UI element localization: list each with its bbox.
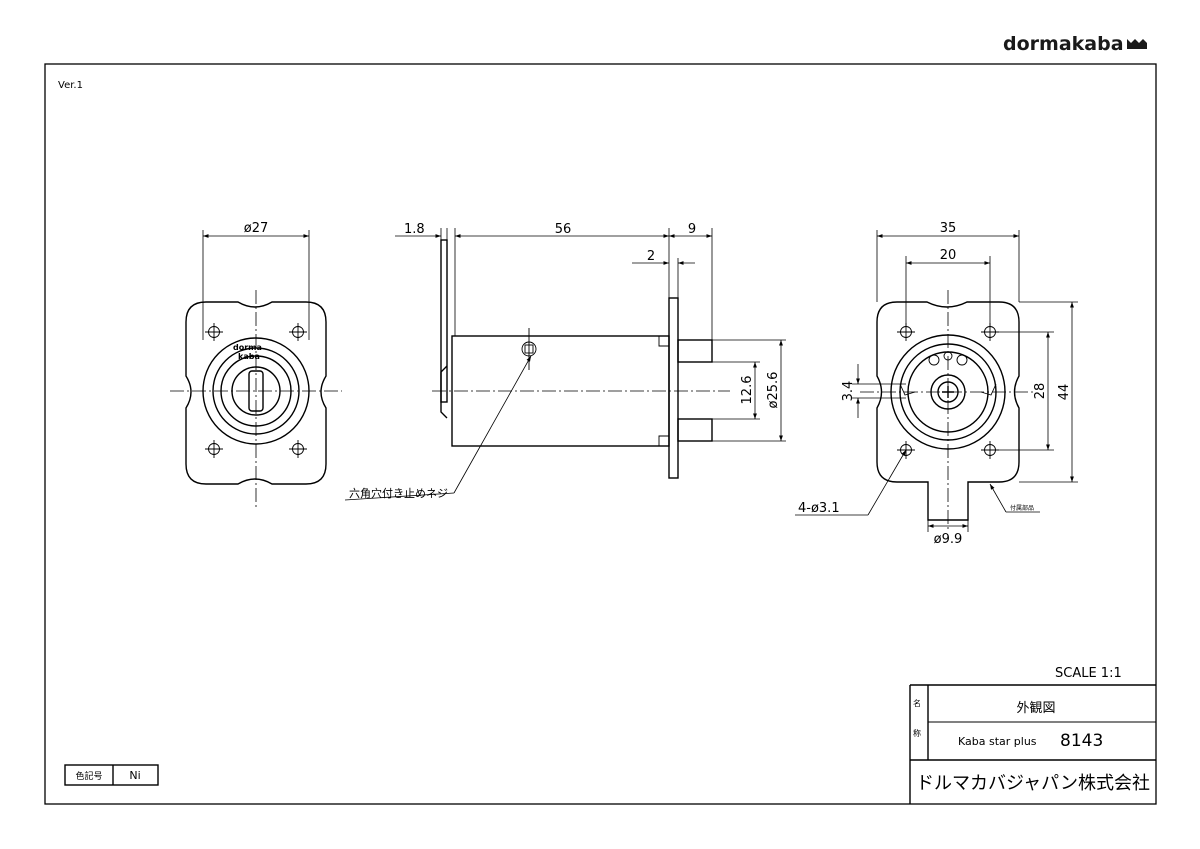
- brand-name: dormakaba: [1003, 33, 1124, 55]
- side-dim-plate: 2: [647, 249, 655, 264]
- side-dim-bar-height: 12.6: [740, 376, 755, 405]
- rear-dim-width: 35: [940, 221, 957, 236]
- side-view: 1.8 56 9 2 12.6 ø25.6 六角穴付き止めネジ: [344, 222, 786, 501]
- side-body-shoulder: [658, 336, 669, 446]
- rear-cam-notches: [899, 383, 997, 396]
- title-name-label-1: 名: [913, 698, 921, 708]
- side-tail-bar-upper: [677, 339, 713, 363]
- front-logo-text-1: dorma: [233, 343, 262, 352]
- rear-dim-offset: 3.4: [841, 381, 856, 402]
- side-screw-leader: [453, 355, 532, 494]
- title-company: ドルマカバジャパン株式会社: [916, 773, 1150, 794]
- side-mounting-plate: [668, 297, 679, 479]
- brand-logo: dormakaba: [1003, 33, 1147, 55]
- side-front-flange: [440, 239, 448, 403]
- rear-view: 35 20 44 28 3.4 ø9.9 4-ø3.1 付属部品: [795, 221, 1078, 547]
- title-name-label-2: 称: [913, 728, 921, 738]
- front-dim-diameter: ø27: [244, 221, 269, 236]
- scale-label: SCALE 1:1: [1055, 666, 1122, 681]
- side-tail-bar-lower: [677, 418, 713, 442]
- rear-callout-accessory: 付属部品: [1010, 504, 1034, 512]
- side-callout-screw: 六角穴付き止めネジ: [349, 486, 448, 500]
- color-code-label: 色記号: [75, 770, 102, 782]
- side-face-bevel: [440, 365, 448, 419]
- side-dim-tail: 9: [688, 222, 696, 237]
- title-block: 名 称 外観図 Kaba star plus 8143 ドルマカバジャパン株式会…: [909, 684, 1156, 804]
- rear-pin-hole-1: [928, 354, 940, 366]
- rear-dim-height: 44: [1057, 384, 1072, 401]
- version-label: Ver.1: [58, 80, 83, 91]
- rear-dim-hole-spacing-v: 28: [1033, 383, 1048, 400]
- title-drawing-type: 外観図: [1016, 701, 1055, 716]
- brand-crown-icon: [1127, 39, 1147, 49]
- drawing-frame: [44, 63, 1157, 805]
- front-flange-outline: [185, 301, 327, 485]
- side-dim-flange: 1.8: [404, 222, 425, 237]
- rear-dim-hole-spacing: 20: [940, 248, 957, 263]
- color-code-value: Ni: [129, 769, 140, 782]
- side-dim-length: 56: [555, 222, 572, 237]
- front-logo-text-2: kaba: [238, 352, 260, 361]
- rear-flange-outline: [876, 301, 1020, 521]
- front-screw-holes: [205, 323, 307, 458]
- side-set-screw-icon: [521, 328, 537, 370]
- front-view: dorma kaba ø27: [170, 221, 342, 508]
- side-dim-body-diameter: ø25.6: [766, 372, 781, 409]
- color-code-box: 色記号 Ni: [64, 764, 159, 786]
- title-model-number: 8143: [1060, 731, 1103, 751]
- rear-accessory-leader: [989, 483, 1007, 513]
- rear-pin-hole-2: [956, 354, 968, 366]
- rear-dim-holes: 4-ø3.1: [798, 501, 840, 516]
- title-product-name: Kaba star plus: [958, 735, 1037, 748]
- rear-holes-leader: [867, 449, 907, 516]
- rear-dim-center: ø9.9: [934, 532, 963, 547]
